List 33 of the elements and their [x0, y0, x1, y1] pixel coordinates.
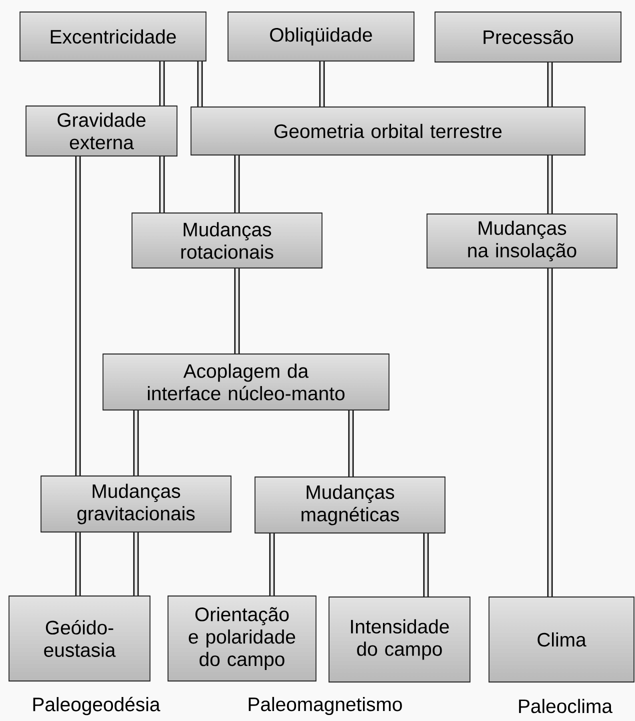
process-box: Precessão — [434, 12, 622, 62]
process-box: Geometria orbital terrestre — [190, 106, 586, 156]
process-box: Obliqüidade — [228, 12, 414, 62]
connector-pipe — [159, 61, 165, 106]
process-box: Gravidade externa — [26, 106, 178, 156]
connector-pipe — [319, 61, 325, 107]
process-box: Acoplagem da interface núcleo-manto — [102, 354, 390, 410]
process-box: Mudanças gravitacionais — [40, 476, 232, 532]
connector-pipe — [547, 62, 553, 107]
connector-pipe — [159, 156, 165, 213]
process-box: Mudanças rotacionais — [132, 212, 322, 268]
connector-pipe — [133, 532, 139, 596]
group-label: Paleoclima — [519, 698, 612, 714]
process-box: Geóido-eustasia — [8, 596, 150, 682]
group-label: Paleomagnetismo — [248, 696, 402, 716]
connector-pipe — [197, 61, 203, 107]
process-box: Orientação e polaridade do campo — [168, 596, 316, 682]
group-label: Paleogeodésia — [33, 696, 160, 716]
connector-pipe — [234, 155, 240, 213]
connector-pipe — [234, 268, 240, 354]
process-box: Mudanças na insolação — [426, 214, 618, 268]
connector-pipe — [348, 410, 354, 477]
connector-pipe — [75, 156, 81, 476]
process-box: Intensidade do campo — [328, 596, 470, 682]
connector-pipe — [423, 533, 429, 597]
process-box: Mudanças magnéticas — [254, 476, 446, 534]
process-box: Excentricidade — [20, 12, 206, 62]
connector-pipe — [75, 532, 81, 596]
connector-pipe — [547, 155, 553, 214]
connector-pipe — [269, 533, 275, 596]
connector-pipe — [133, 410, 139, 476]
connector-pipe — [547, 268, 553, 597]
process-box: Clima — [488, 596, 634, 682]
